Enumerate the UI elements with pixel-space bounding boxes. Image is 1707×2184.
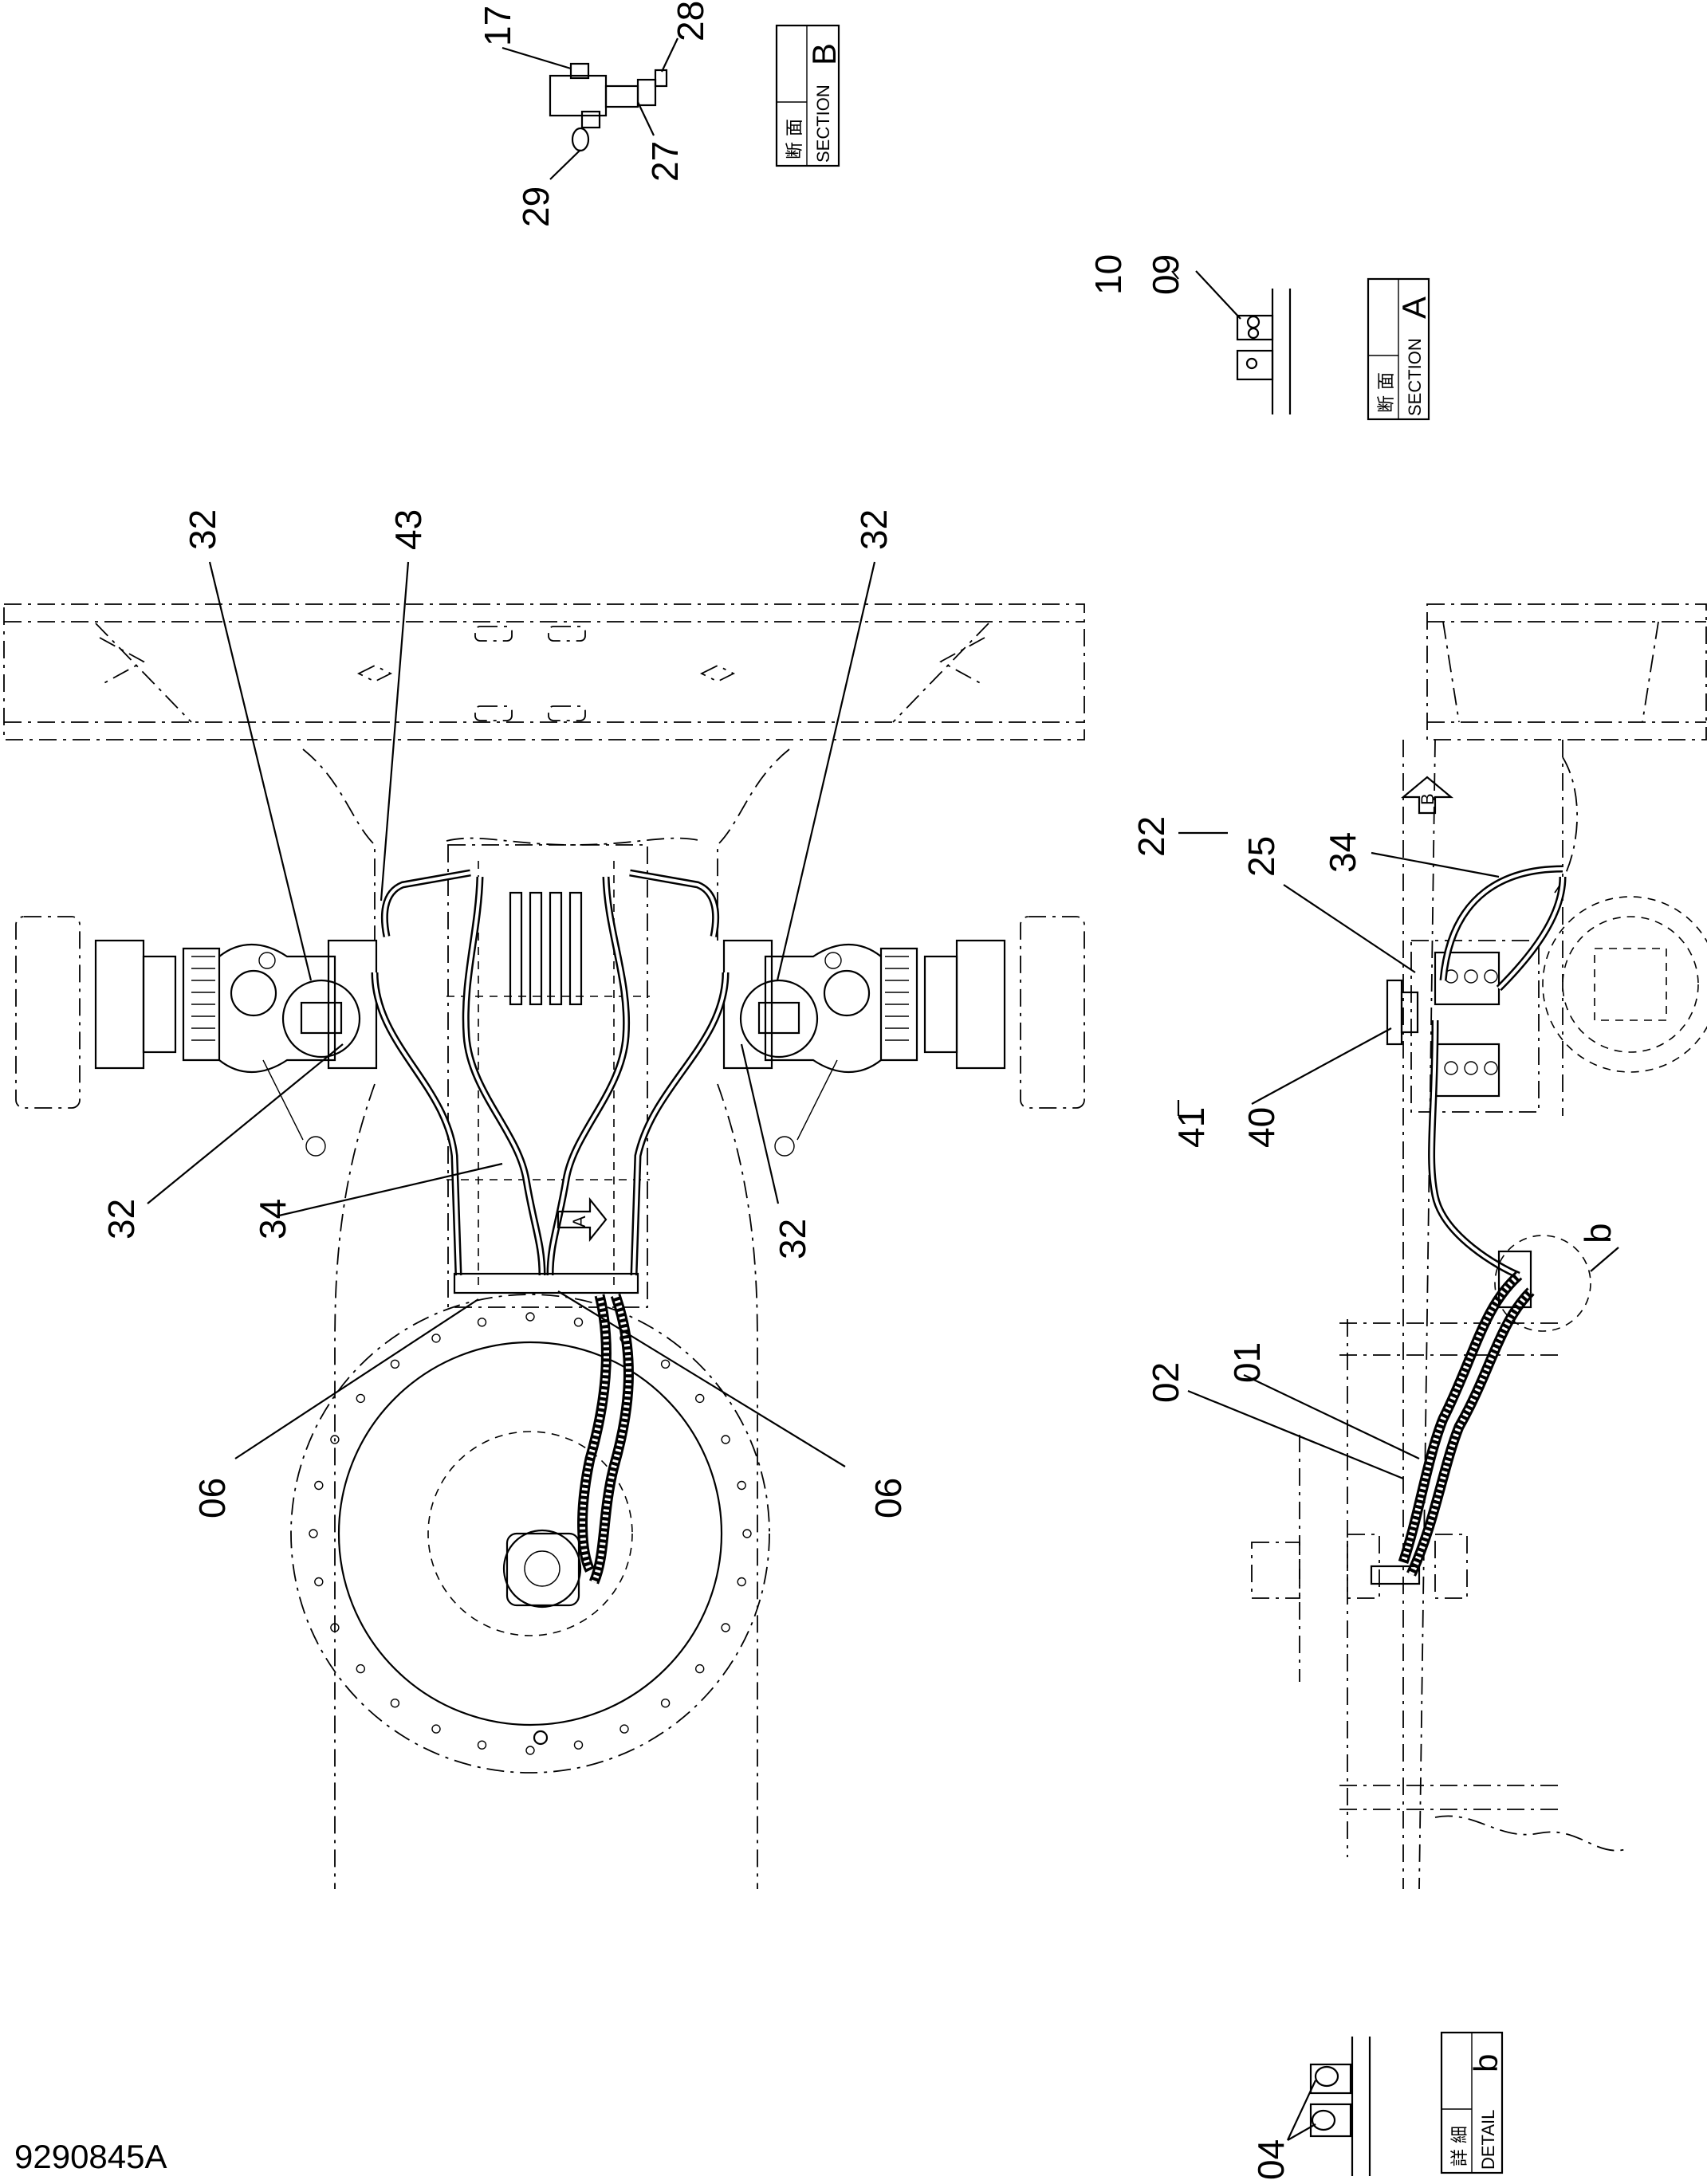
callout-27: 27 <box>644 141 686 182</box>
ring-bolt <box>330 1623 340 1632</box>
section-b-word: SECTION <box>813 84 833 163</box>
section-b-letter: B <box>805 43 843 65</box>
detail-b-word: DETAIL <box>1478 2110 1498 2170</box>
section-a-letter: A <box>1395 297 1433 319</box>
callout-25: 25 <box>1241 836 1282 877</box>
section-b-detail-view: 17 28 27 29 <box>477 1 711 227</box>
callout-43: 43 <box>387 509 429 550</box>
view-arrow-a: A <box>569 1216 589 1228</box>
ring-bolt <box>695 1393 705 1404</box>
callout-32-top-right: 32 <box>853 509 895 550</box>
callout-01: 01 <box>1226 1342 1268 1383</box>
detail-b-view: 04 <box>1250 2037 1371 2180</box>
callout-32-top-left: 32 <box>182 509 223 550</box>
ring-bolt <box>356 1664 365 1674</box>
callout-32-bottom-left: 32 <box>100 1199 142 1239</box>
callout-40: 40 <box>1241 1107 1282 1148</box>
main-axle-view: A 32 43 32 32 34 32 06 06 <box>3 509 1085 1889</box>
callout-09: 09 <box>1145 254 1186 295</box>
callout-41: 41 <box>1170 1107 1212 1148</box>
ring-bolt <box>660 1698 671 1708</box>
callout-28: 28 <box>670 1 711 41</box>
ring-bolt <box>695 1664 705 1674</box>
section-a-word: SECTION <box>1405 338 1425 416</box>
section-b-label-box: B 断 面 SECTION <box>775 24 843 167</box>
ring-bolt <box>525 1746 535 1755</box>
ring-bolt <box>660 1359 671 1369</box>
ring-bolts <box>309 1312 752 1755</box>
ring-bolt <box>737 1577 746 1587</box>
detail-b-kanji: 詳 細 <box>1450 2126 1470 2166</box>
callout-34-right: 34 <box>1322 832 1363 873</box>
detail-b-label-box: b 詳 細 DETAIL <box>1440 2031 1504 2174</box>
drawing-number: 9290845A <box>14 2138 167 2175</box>
ring-bolt <box>477 1740 487 1750</box>
callout-06-left: 06 <box>191 1478 233 1518</box>
callout-02: 02 <box>1145 1362 1186 1403</box>
callout-32-bottom-right: 32 <box>772 1219 813 1259</box>
section-a-kanji: 断 面 <box>1377 372 1397 413</box>
callout-10: 10 <box>1088 254 1129 295</box>
ring-bolt <box>390 1359 400 1369</box>
view-arrow-b: B <box>1418 793 1438 805</box>
ring-bolt <box>525 1312 535 1322</box>
callout-34-left: 34 <box>252 1199 293 1239</box>
ring-bolt <box>314 1480 324 1491</box>
ring-bolt <box>737 1480 746 1491</box>
ring-bolt <box>330 1435 340 1444</box>
ring-bolt <box>309 1529 318 1538</box>
ring-bolt <box>314 1577 324 1587</box>
callout-06-right: 06 <box>867 1478 909 1518</box>
ring-bolt <box>431 1334 441 1343</box>
section-a-label-box: A 断 面 SECTION <box>1367 277 1433 421</box>
ring-bolt <box>431 1724 441 1734</box>
section-b-kanji: 断 面 <box>785 119 805 159</box>
ring-bolt <box>573 1318 584 1327</box>
ring-bolt <box>390 1698 400 1708</box>
callout-29: 29 <box>515 187 557 227</box>
detail-b-letter: b <box>1467 2054 1504 2072</box>
ring-bolt <box>742 1529 752 1538</box>
ring-bolt <box>721 1435 730 1444</box>
ring-bolt <box>477 1318 487 1327</box>
ring-bolt <box>356 1393 365 1404</box>
section-a-detail-view: 10 09 <box>1088 254 1292 414</box>
ring-bolt <box>619 1724 629 1734</box>
callout-b: b <box>1577 1223 1619 1243</box>
callout-17: 17 <box>477 6 518 46</box>
ring-bolt <box>721 1623 730 1632</box>
ring-bolt <box>573 1740 584 1750</box>
callout-22: 22 <box>1131 816 1172 857</box>
callout-04: 04 <box>1250 2139 1292 2180</box>
side-view: B 22 25 34 41 40 b 02 01 <box>1131 603 1707 1890</box>
